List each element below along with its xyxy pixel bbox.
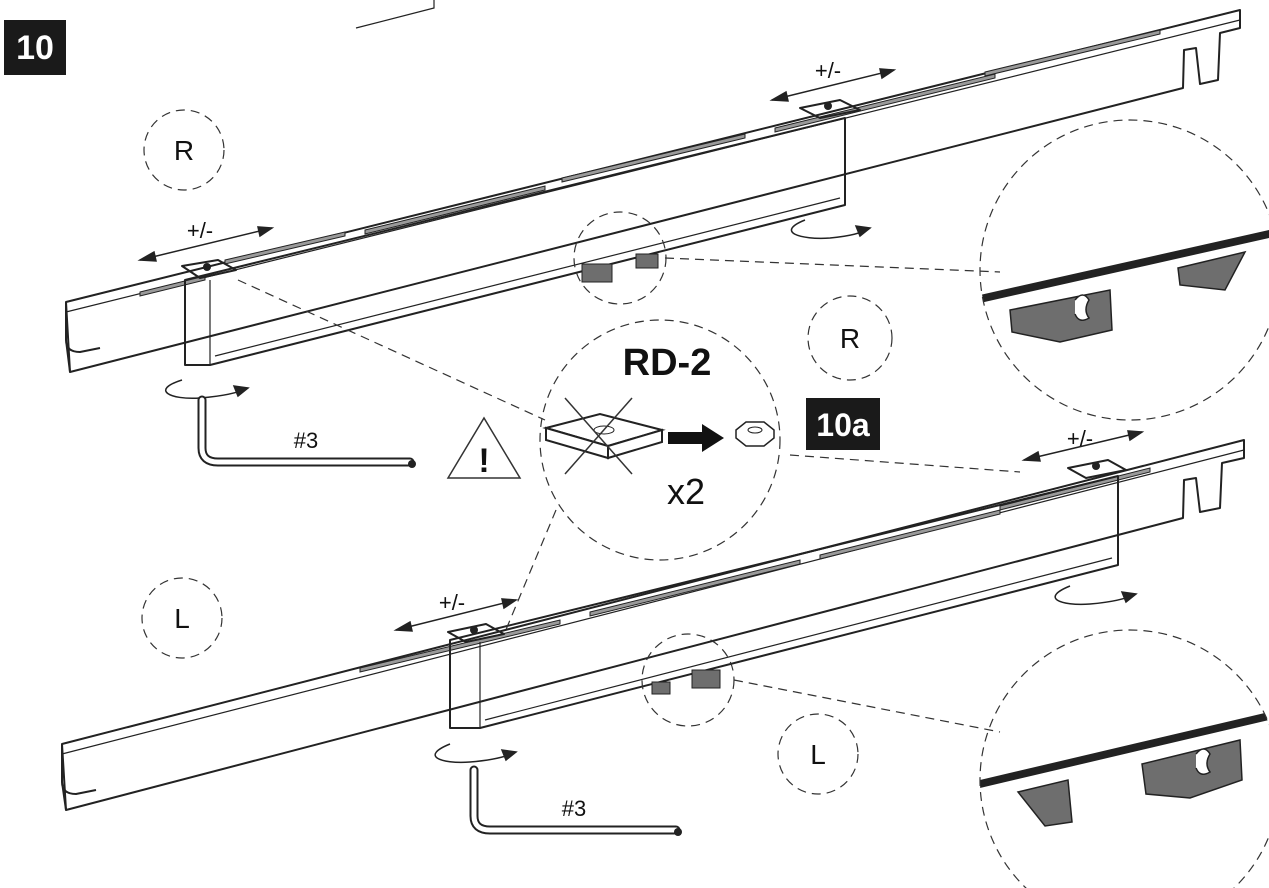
hex-key-icon-bottom xyxy=(469,765,682,836)
adjust-label-top-left: +/- xyxy=(187,218,213,243)
side-label-r-top: R xyxy=(143,109,225,191)
rotation-arrows xyxy=(165,219,1138,764)
bottom-rail xyxy=(61,439,1245,811)
substep-badge: 10a xyxy=(806,398,880,450)
tool-label-bottom: #3 xyxy=(562,796,586,821)
svg-text:L: L xyxy=(174,603,190,634)
part-quantity: x2 xyxy=(667,471,705,512)
adjust-arrows xyxy=(137,68,1145,632)
adjust-label-bottom-right: +/- xyxy=(1067,426,1093,451)
cross-out-icon xyxy=(564,397,633,475)
side-label-r-mid: R xyxy=(807,295,893,381)
svg-text:L: L xyxy=(810,739,826,770)
side-label-l-mid: L xyxy=(777,713,859,795)
leader-line xyxy=(504,509,557,633)
leader-line xyxy=(789,454,1021,473)
warning-triangle-icon: ! xyxy=(446,416,522,480)
right-arrow-icon xyxy=(668,424,724,452)
step-badge: 10 xyxy=(4,20,66,75)
detail-view-top xyxy=(979,119,1269,421)
hex-key-icon-top xyxy=(197,395,416,468)
svg-text:R: R xyxy=(840,323,860,354)
adjust-label-bottom-left: +/- xyxy=(439,590,465,615)
side-label-l-top: L xyxy=(141,577,223,659)
part-code: RD-2 xyxy=(623,342,712,384)
partial-line xyxy=(355,0,435,29)
svg-text:!: ! xyxy=(478,442,489,480)
svg-text:R: R xyxy=(174,135,194,166)
tool-label-top: #3 xyxy=(294,428,318,453)
leader-line xyxy=(664,257,1001,273)
adjust-label-top-right: +/- xyxy=(815,58,841,83)
detail-view-bottom xyxy=(979,629,1269,888)
plate-part-icon xyxy=(542,412,666,460)
substep-number: 10a xyxy=(816,407,870,443)
top-rail xyxy=(65,9,1241,373)
step-number: 10 xyxy=(16,29,54,67)
hex-nut-icon xyxy=(735,421,775,447)
leader-line xyxy=(733,679,1001,733)
leader-line xyxy=(237,279,546,421)
part-callout: RD-2 x2 xyxy=(539,319,781,561)
